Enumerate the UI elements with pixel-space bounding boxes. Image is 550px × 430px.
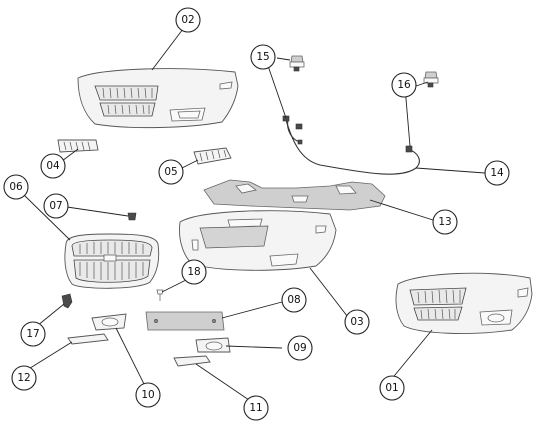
tow-hook-17 [61,293,73,309]
lower-trim-11 [173,355,211,367]
svg-text:02: 02 [181,14,194,26]
callout-13: 13 [432,209,458,235]
clip-07 [127,212,137,221]
svg-text:14: 14 [490,167,504,179]
radiator-grille-06 [64,233,160,289]
callout-14: 14 [484,160,510,186]
bumper-cover-03 [179,210,337,271]
sensor-15 [289,55,305,72]
leader-lines [23,28,486,401]
callout-18: 18 [181,259,207,285]
lower-trim-12 [67,333,109,345]
absorber-13 [203,179,386,211]
bumper-complete-01 [395,272,533,334]
svg-text:08: 08 [287,294,300,306]
svg-text:10: 10 [141,389,154,401]
svg-text:09: 09 [293,342,306,354]
plate-holder-08 [145,311,225,331]
sensor-16 [423,71,439,88]
fog-bezel-09 [195,337,231,353]
fog-bezel-10 [91,313,127,331]
callout-05: 05 [158,159,184,185]
svg-text:04: 04 [46,160,60,172]
svg-text:06: 06 [9,181,23,193]
callout-16: 16 [391,72,417,98]
svg-text:17: 17 [26,328,39,340]
callout-01: 01 [379,375,405,401]
svg-text:11: 11 [249,402,262,414]
svg-text:07: 07 [49,200,62,212]
callout-02: 02 [175,7,201,33]
svg-text:01: 01 [385,382,398,394]
bumper-assembly-02 [77,68,239,129]
svg-text:13: 13 [438,216,451,228]
callout-04: 04 [40,153,66,179]
callout-15: 15 [250,44,276,70]
callout-07: 07 [43,193,69,219]
svg-text:16: 16 [397,79,411,91]
svg-text:15: 15 [256,51,269,63]
callout-17: 17 [20,321,46,347]
svg-text:05: 05 [164,166,177,178]
callout-03: 03 [344,309,370,335]
callout-09: 09 [287,335,313,361]
grille-insert-05 [193,147,232,165]
callout-08: 08 [281,287,307,313]
callout-11: 11 [243,395,269,421]
callout-10: 10 [135,382,161,408]
grille-insert-04 [57,139,99,153]
screw-18 [156,289,164,301]
svg-text:03: 03 [350,316,363,328]
callout-12: 12 [11,365,37,391]
wiring-harness-14 [282,115,420,175]
svg-text:12: 12 [17,372,30,384]
svg-text:18: 18 [187,266,200,278]
callout-06: 06 [3,174,29,200]
